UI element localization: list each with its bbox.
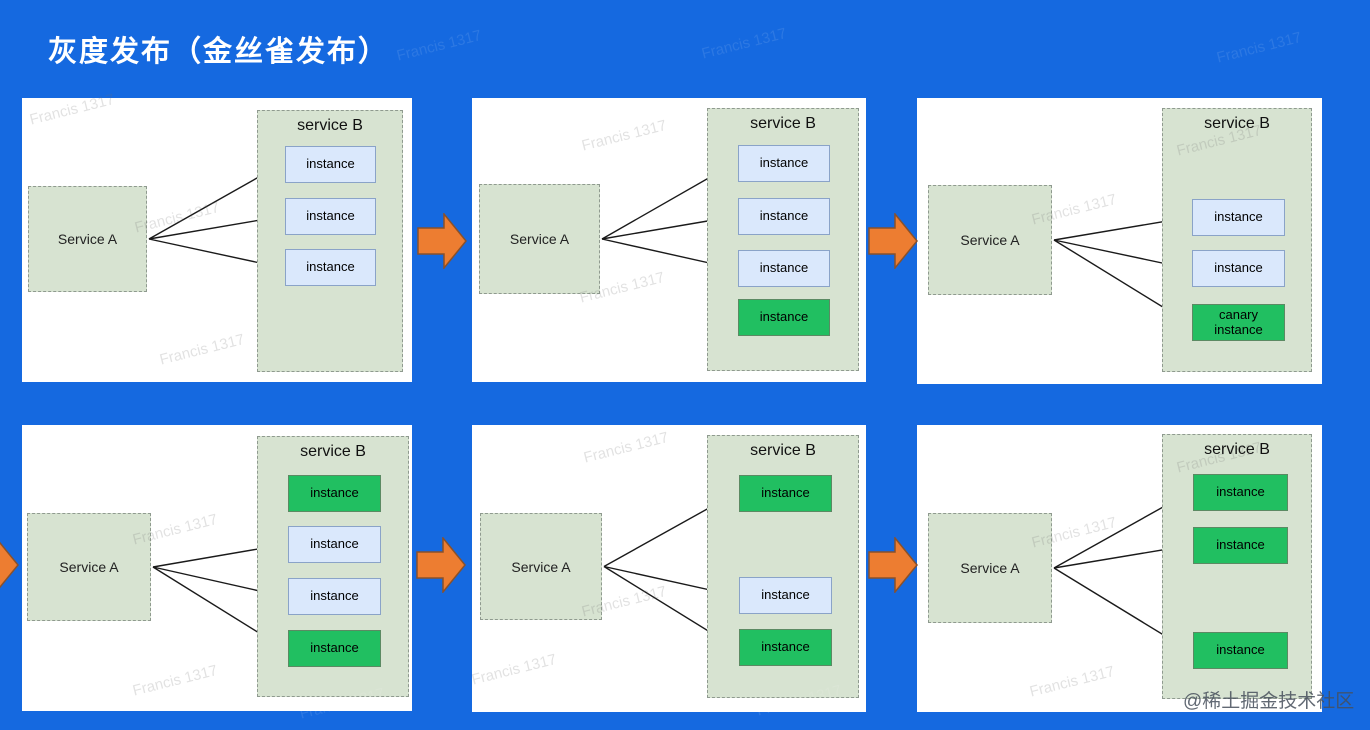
service-a-box: Service A bbox=[479, 184, 600, 294]
service-b-title: service B bbox=[750, 442, 816, 459]
canary-instance-box: instance bbox=[288, 475, 381, 512]
flow-arrow-icon bbox=[417, 211, 467, 271]
canary-instance-box: instance bbox=[739, 475, 832, 512]
canary-instance-box: instance bbox=[1193, 632, 1288, 669]
instance-box: instance bbox=[1192, 199, 1285, 236]
page-title: 灰度发布（金丝雀发布） bbox=[48, 36, 390, 68]
canary-instance-box: canary instance bbox=[1192, 304, 1285, 341]
canary-instance-box: instance bbox=[1193, 474, 1288, 511]
panel-step-6: service B Service A instance instance instan… bbox=[917, 425, 1322, 712]
panel-step-1: service B Service A instance instance instan… bbox=[22, 98, 412, 382]
flow-arrow-icon bbox=[0, 537, 19, 593]
instance-box: instance bbox=[738, 198, 830, 235]
instance-box: instance bbox=[1192, 250, 1285, 287]
instance-box: instance bbox=[285, 198, 376, 235]
flow-arrow-icon bbox=[416, 535, 466, 595]
panel-step-4: service B Service A instance instance instan… bbox=[22, 425, 412, 711]
instance-box: instance bbox=[738, 145, 830, 182]
service-a-box: Service A bbox=[27, 513, 151, 621]
canary-instance-box: instance bbox=[288, 630, 381, 667]
diagonal-watermark: Francis 1317 bbox=[395, 27, 484, 65]
canary-instance-box: instance bbox=[738, 299, 830, 336]
flow-arrow-icon bbox=[868, 535, 918, 595]
panel-step-2: service B Service A instance instance instan… bbox=[472, 98, 866, 382]
instance-box: instance bbox=[739, 577, 832, 614]
flow-arrow-icon bbox=[868, 211, 918, 271]
diagonal-watermark: Francis 1317 bbox=[700, 25, 789, 63]
panel-step-5: service B Service A instance instance instan… bbox=[472, 425, 866, 712]
service-b-title: service B bbox=[750, 115, 816, 132]
service-b-title: service B bbox=[1204, 441, 1270, 458]
panel-step-3: service B Service A instance instance canary… bbox=[917, 98, 1322, 384]
service-a-box: Service A bbox=[928, 185, 1052, 295]
instance-box: instance bbox=[738, 250, 830, 287]
instance-box: instance bbox=[285, 249, 376, 286]
service-a-box: Service A bbox=[928, 513, 1052, 623]
service-b-title: service B bbox=[300, 443, 366, 460]
service-a-box: Service A bbox=[480, 513, 602, 620]
community-watermark: @稀土掘金技术社区 bbox=[1183, 691, 1355, 712]
service-a-box: Service A bbox=[28, 186, 147, 292]
instance-box: instance bbox=[288, 526, 381, 563]
instance-box: instance bbox=[285, 146, 376, 183]
service-b-title: service B bbox=[297, 117, 363, 134]
service-b-title: service B bbox=[1204, 115, 1270, 132]
instance-box: instance bbox=[288, 578, 381, 615]
canary-instance-box: instance bbox=[1193, 527, 1288, 564]
diagonal-watermark: Francis 1317 bbox=[1215, 29, 1304, 67]
canary-instance-box: instance bbox=[739, 629, 832, 666]
